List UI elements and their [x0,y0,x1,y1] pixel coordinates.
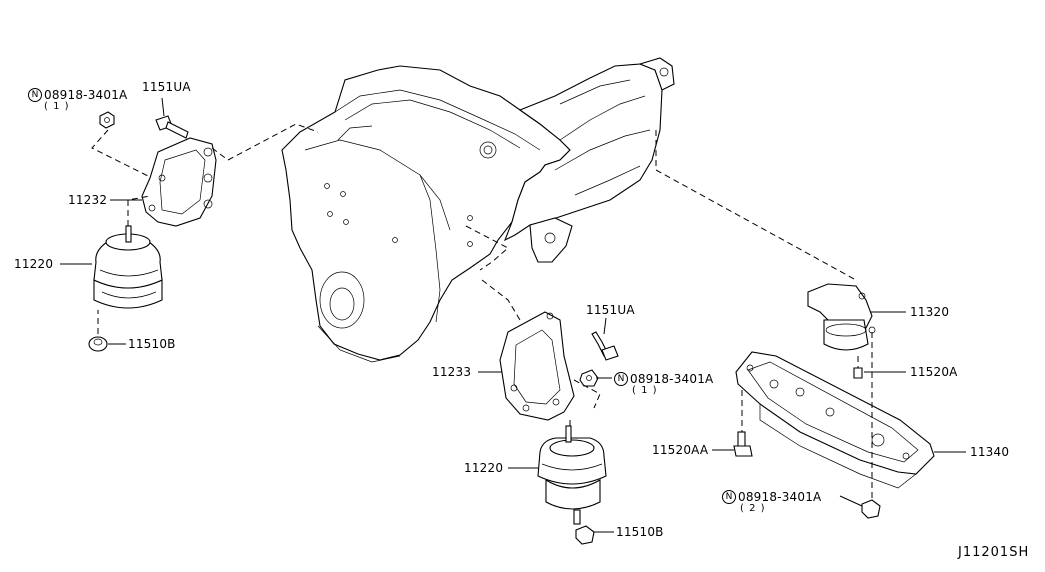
engine-transmission-assembly [281,57,675,363]
bracket-11232 [141,137,217,227]
label-nut-top-left-qty: ( 1 ) [44,101,70,112]
label-insulator-left: 11220 [14,257,54,271]
bracket-11233 [499,311,575,421]
label-nut-center-qty: ( 1 ) [632,385,658,396]
label-nut-bottom-center: 11510B [616,525,664,539]
bolt-center [591,331,619,361]
nut-marker-symbol: N [614,372,628,386]
bolt-top-left [155,115,189,139]
label-bolt-rear: 11520A [910,365,958,379]
bolt-member [733,431,753,457]
label-nut-center: 08918-3401A [630,372,714,386]
rear-insulator-11320 [807,283,876,351]
label-nut-bottom-right-qty: ( 2 ) [740,503,766,514]
label-bolt-center: 1151UA [586,303,635,317]
nut-marker-symbol: N [28,88,42,102]
label-rear-member: 11340 [970,445,1010,459]
nut-bottom-left [88,336,108,352]
insulator-left [93,225,163,309]
assembly-dashed-lines [91,123,873,500]
rear-member-11340 [735,351,935,489]
label-bolt-member: 11520AA [652,443,709,457]
diagram-code: J11201SH [958,545,1030,560]
leader-lines [60,97,966,533]
bolt-rear [853,367,863,379]
label-bracket-left: 11232 [68,193,108,207]
label-nut-top-left: 08918-3401A [44,88,128,102]
label-bracket-center: 11233 [432,365,472,379]
label-rear-insulator: 11320 [910,305,950,319]
label-nut-bottom-left: 11510B [128,337,176,351]
label-nut-bottom-right: 08918-3401A [738,490,822,504]
label-insulator-center: 11220 [464,461,504,475]
nut-marker-symbol: N [722,490,736,504]
nut-bottom-right [861,499,881,519]
nut-top-left [99,111,115,129]
insulator-center [537,425,607,525]
nut-bottom-center [575,525,595,545]
label-bolt-top-left: 1151UA [142,80,191,94]
nut-center [579,369,599,387]
